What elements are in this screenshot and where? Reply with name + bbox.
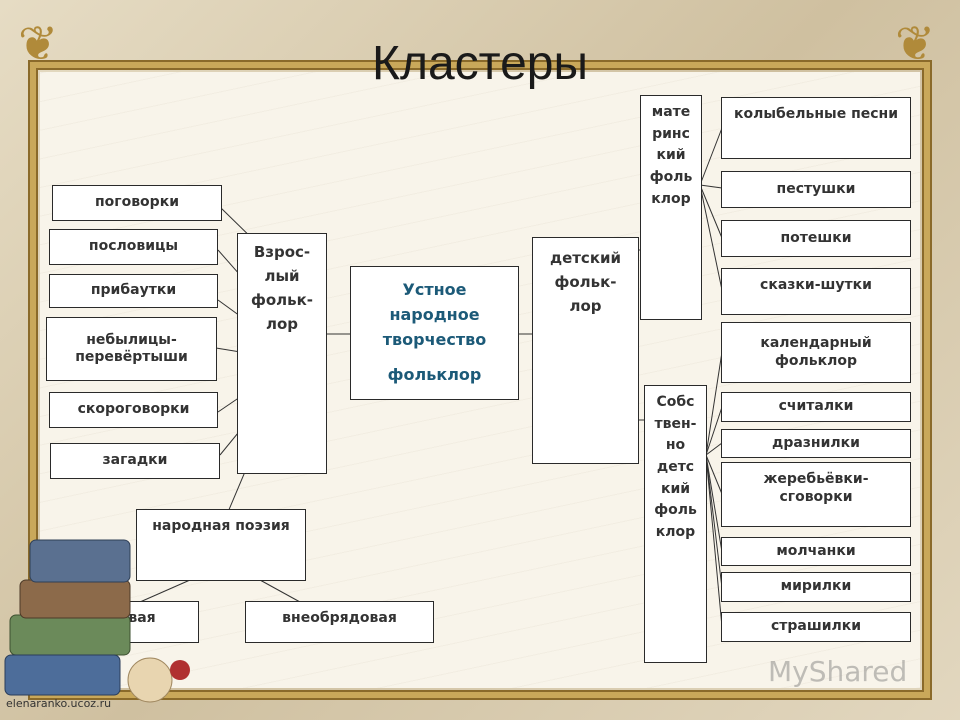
central-node-title: Устное народное творчество <box>382 280 487 349</box>
adult-item-proverbs: пословицы <box>49 229 218 265</box>
connector <box>705 454 723 628</box>
maternal-item-lullabies: колыбельные песни <box>721 97 911 159</box>
connector <box>139 579 191 603</box>
watermark: MyShared <box>768 655 908 688</box>
connector <box>705 351 723 456</box>
own-child-folklore-node: Собс твен- но детс кий фоль клор <box>644 385 707 663</box>
connector <box>699 184 723 189</box>
adult-item-sayings: поговорки <box>52 185 222 221</box>
own-item-counting-rhymes: считалки <box>721 392 911 422</box>
own-item-lots-agreements: жеребьёвки- сговорки <box>721 462 911 527</box>
adult-item-tongue-twisters: скороговорки <box>49 392 218 428</box>
maternal-folklore-node: мате ринс кий фоль клор <box>640 95 702 320</box>
adult-item-tall-tales: небылицы- перевёртыши <box>46 317 217 381</box>
page-title: Кластеры <box>372 37 588 90</box>
connector <box>699 127 723 186</box>
connector <box>705 454 723 553</box>
own-item-calendar-folklore: календарный фольклор <box>721 322 911 383</box>
folk-poetry-node: народная поэзия <box>136 509 306 581</box>
own-item-teasers: дразнилки <box>721 429 911 458</box>
adult-item-jokes: прибаутки <box>49 274 218 308</box>
own-item-scary-stories: страшилки <box>721 612 911 642</box>
own-item-reconcilers: мирилки <box>721 572 911 602</box>
connector <box>705 406 723 456</box>
central-node: Устное народное творчество фольклор <box>350 266 519 400</box>
adult-item-riddles: загадки <box>50 443 220 479</box>
footer-credit: elenaranko.ucoz.ru <box>6 697 112 710</box>
own-item-silence-games: молчанки <box>721 537 911 566</box>
ornate-frame <box>30 62 930 698</box>
maternal-item-tale-jokes: сказки-шутки <box>721 268 911 315</box>
non-ritual-poetry-node: внеобрядовая <box>245 601 434 643</box>
central-node-subtitle: фольклор <box>387 364 482 384</box>
connector <box>699 184 723 291</box>
maternal-item-pestushki: пестушки <box>721 171 911 208</box>
corner-ornament-icon: ❦ <box>895 16 936 72</box>
connector <box>699 184 723 239</box>
connector <box>259 579 301 603</box>
corner-ornament-icon: ❦ <box>18 16 59 72</box>
connector <box>705 442 723 456</box>
connector <box>705 454 723 495</box>
child-folklore-node: детский фольк- лор <box>532 237 639 464</box>
connector <box>705 454 723 589</box>
maternal-item-poteshki: потешки <box>721 220 911 257</box>
books-illustration <box>4 539 190 703</box>
adult-folklore-node: Взрос- лый фольк- лор <box>237 233 327 474</box>
